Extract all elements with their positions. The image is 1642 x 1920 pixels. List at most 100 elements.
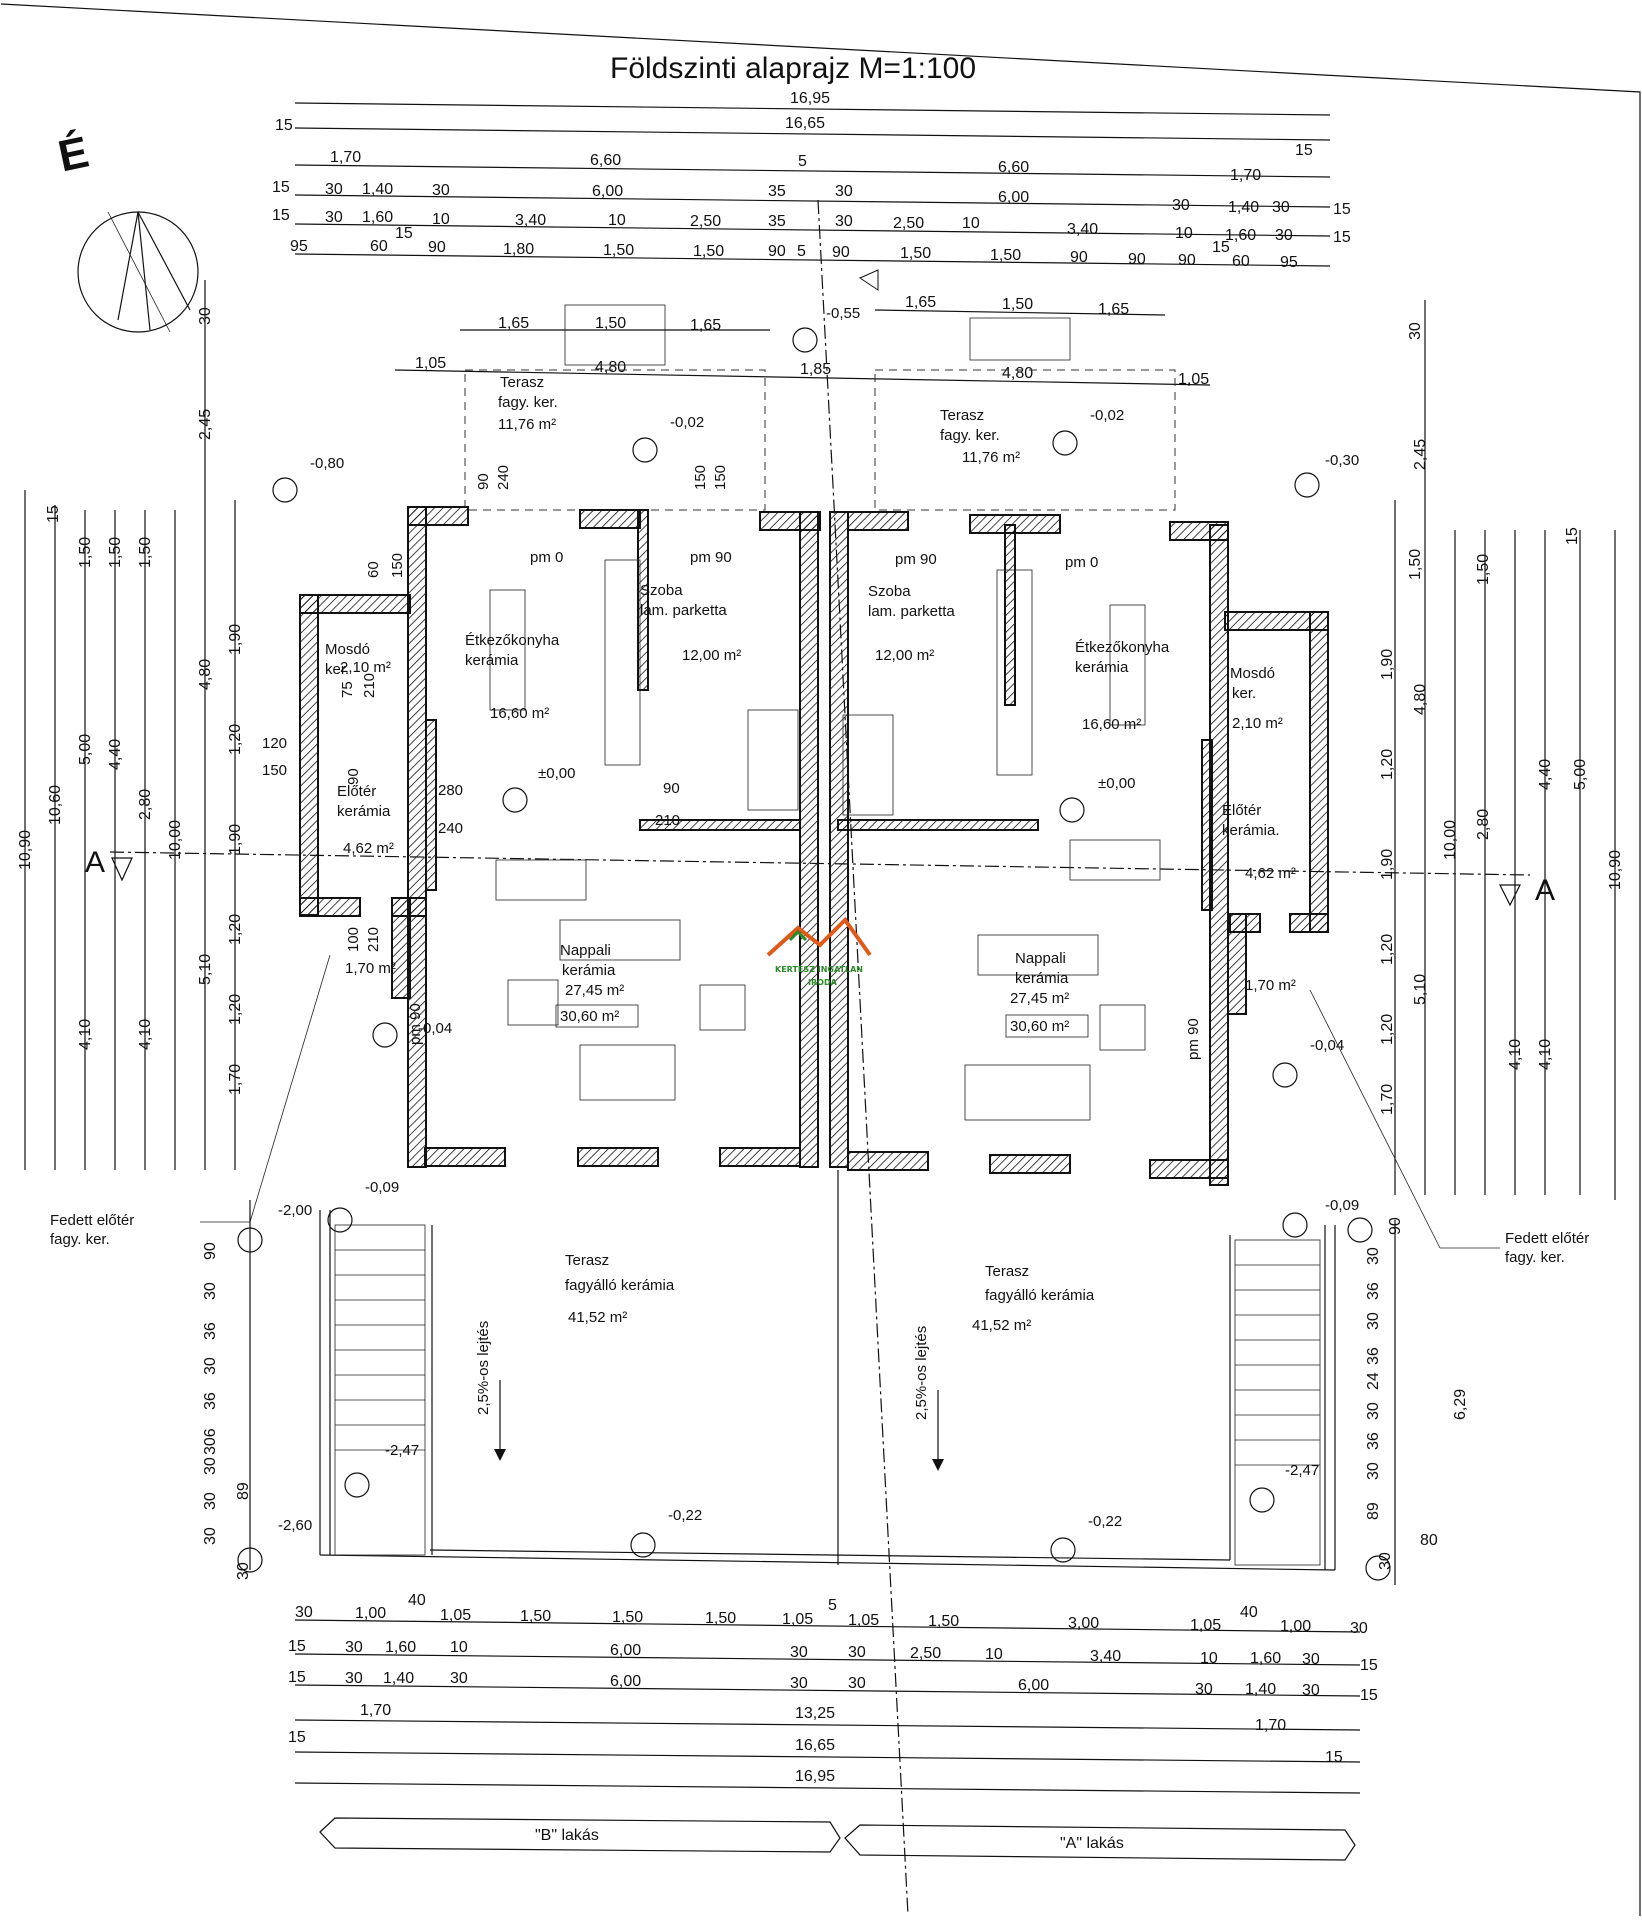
ld-19: 2,45 [197, 409, 214, 440]
open-9: 240 [438, 820, 463, 837]
level-m002-a: -0,02 [1090, 407, 1124, 424]
section-label-left: A [85, 846, 105, 879]
dim-t4-14: 15 [1212, 239, 1230, 256]
level-m080: -0,80 [310, 455, 344, 472]
bd1-15: 30 [1350, 1620, 1368, 1637]
b-kitchen-area: 16,60 m² [490, 705, 549, 722]
ld-9: 1,50 [107, 537, 124, 568]
rd-8: 1,50 [1475, 554, 1492, 585]
dim-t3-16: 15 [1333, 229, 1351, 246]
bd1-5: 1,50 [612, 1609, 643, 1626]
bd1-6: 1,50 [705, 1610, 736, 1627]
dim-t4-12: 90 [1128, 251, 1146, 268]
open-3: 150 [712, 465, 729, 490]
dim-ter-6: 1,05 [415, 355, 446, 372]
b-szoba: Szoba [640, 582, 683, 599]
bd-1325: 13,25 [795, 1705, 835, 1722]
dim-t3-2: 1,60 [362, 209, 393, 226]
ld-2: 5,00 [77, 734, 94, 765]
bd3-3: 30 [450, 1670, 468, 1687]
bd-1665: 16,65 [795, 1737, 835, 1754]
a-terasz-top-sub: fagy. ker. [940, 427, 1000, 444]
dim-t4-9: 1,50 [900, 245, 931, 262]
bd1-3: 1,05 [440, 1607, 471, 1624]
level-m009-a: -0,09 [1325, 1197, 1359, 1214]
dim-t3-0: 15 [272, 207, 290, 224]
ld-14: 1,90 [227, 824, 244, 855]
a-fedett-sub: fagy. ker. [1505, 1249, 1565, 1266]
rd-9: 1,90 [1379, 649, 1396, 680]
rd-2: 5,00 [1572, 759, 1589, 790]
bd2-0: 15 [288, 1638, 306, 1655]
rd-11: 1,20 [1379, 749, 1396, 780]
dim-t2-5: 35 [768, 183, 786, 200]
a-nappali-area2: 30,60 m² [1010, 1018, 1069, 1035]
sl-5: 306 [202, 1428, 219, 1455]
b-terasz-top-sub: fagy. ker. [498, 394, 558, 411]
rooms-b: Terasz fagy. ker. 11,76 m² pm 0 pm 90 Ét… [50, 374, 741, 1415]
b-fedett-sub: fagy. ker. [50, 1231, 110, 1248]
bd2-13: 15 [1360, 1657, 1378, 1674]
dim-t1-4: 6,60 [998, 159, 1029, 176]
ld-7: 4,10 [137, 1019, 154, 1050]
rd-16: 1,70 [1379, 1084, 1396, 1115]
bd1-2: 40 [408, 1592, 426, 1609]
dim-t2-1: 30 [325, 181, 343, 198]
open-10: 90 [663, 780, 680, 797]
unit-a-label: "A" lakás [1060, 1835, 1124, 1852]
b-fedett: Fedett előtér [50, 1212, 134, 1229]
open-2: 150 [692, 465, 709, 490]
open-0: 90 [475, 473, 492, 490]
center-axis [817, 199, 909, 1916]
bd1-13: 40 [1240, 1604, 1258, 1621]
level-m004-b: -0,04 [418, 1020, 452, 1037]
dim-ter-0: 1,65 [498, 315, 529, 332]
dim-t1-2: 6,60 [590, 152, 621, 169]
dim-t1-1: 1,70 [330, 149, 361, 166]
sr-9: 89 [1365, 1502, 1382, 1520]
rd-12: 1,90 [1379, 849, 1396, 880]
bd3-9: 1,40 [1245, 1681, 1276, 1698]
sr-6: 30 [1365, 1402, 1382, 1420]
a-szoba-area: 12,00 m² [875, 647, 934, 664]
b-nappali-area2: 30,60 m² [560, 1008, 619, 1025]
dim-t2-7: 6,00 [998, 189, 1029, 206]
ld-8: 1,50 [77, 537, 94, 568]
sr-11: 80 [1420, 1532, 1438, 1549]
bd3-11: 15 [1360, 1687, 1378, 1704]
section-line [109, 851, 1531, 876]
dim-ter-5: 1,65 [1098, 301, 1129, 318]
dim-t2-8: 30 [1172, 197, 1190, 214]
dim-t4-8: 90 [832, 244, 850, 261]
sr-10: 30 [1377, 1552, 1394, 1570]
dim-t3-14: 1,60 [1225, 227, 1256, 244]
terrace-dimensions: 1,65 1,50 1,65 1,65 1,50 1,65 1,05 4,80 … [394, 269, 1211, 388]
bd1-14: 1,00 [1280, 1618, 1311, 1635]
dim-ter-10: 1,05 [1178, 371, 1209, 388]
lower-terrace [319, 1170, 1336, 1571]
b-terasz: Terasz [565, 1252, 609, 1269]
a-wc-area: 1,70 m² [1245, 977, 1296, 994]
opening-dimensions: 90 240 150 150 60 150 120 150 280 240 90… [262, 465, 1202, 1060]
bd2-10: 10 [1200, 1650, 1218, 1667]
bd3-0: 15 [288, 1669, 306, 1686]
upper-terrace-a [874, 369, 1176, 511]
b-eloter: Előtér [337, 783, 376, 800]
sr-3: 30 [1365, 1312, 1382, 1330]
ld-20: 30 [197, 307, 214, 325]
dim-t2-2: 1,40 [362, 181, 393, 198]
b-pm90-vert: pm 90 [407, 1003, 424, 1045]
bd3-7: 6,00 [1018, 1677, 1049, 1694]
dim-t3-1: 30 [325, 209, 343, 226]
dim-t4-6: 90 [768, 243, 786, 260]
b-nappali-sub: kerámia [562, 962, 616, 979]
ld-6: 4,10 [77, 1019, 94, 1050]
dim-t4-7: 5 [797, 243, 806, 260]
dim-t3-4: 10 [432, 211, 450, 228]
b-kitchen: Étkezőkonyha [465, 632, 560, 649]
dim-t4-11: 90 [1070, 249, 1088, 266]
bd2-4: 6,00 [610, 1642, 641, 1659]
bd1-1: 1,00 [355, 1605, 386, 1622]
open-6: 120 [262, 735, 287, 752]
rd-1: 10,00 [1442, 820, 1459, 860]
